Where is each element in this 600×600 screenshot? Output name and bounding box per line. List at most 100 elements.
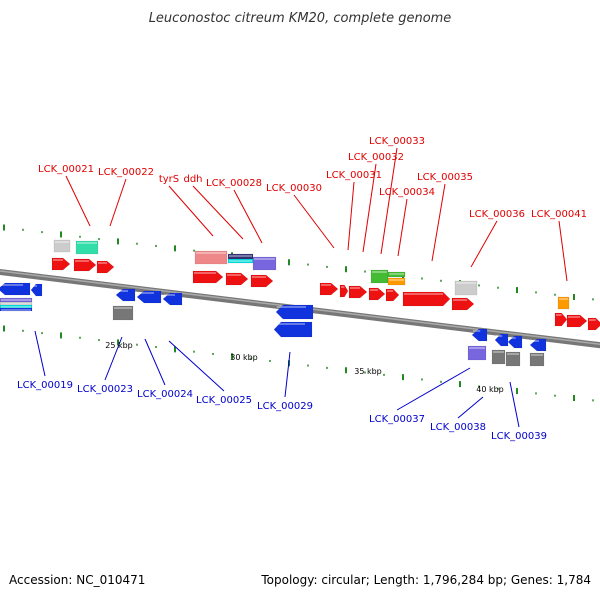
forward-gene-arrow — [554, 312, 568, 327]
forward-gene-arrow — [451, 297, 475, 311]
gene-box-orange — [557, 296, 570, 310]
label-lck-00023: LCK_00023 — [77, 384, 133, 395]
forward-gene-arrow — [566, 314, 588, 328]
forward-gene-arrow-shine — [252, 276, 266, 278]
forward-gene-arrow — [225, 272, 249, 286]
label-leader-line-top — [168, 185, 214, 237]
label-lck-00032: LCK_00032 — [348, 152, 404, 163]
forward-gene-arrow — [96, 260, 115, 274]
forward-gene-arrow-shine — [453, 299, 467, 301]
gene-box-green-shine — [372, 271, 387, 273]
forward-gene-arrow-shine — [53, 259, 63, 261]
gene-box-teal-shine — [77, 242, 97, 244]
label-tyrs: tyrS — [159, 174, 179, 185]
reverse-gene-arrow-shine — [32, 285, 38, 287]
forward-gene-arrow-shine — [341, 286, 345, 288]
gene-box-light-grey — [53, 239, 71, 253]
label-lck-00024: LCK_00024 — [137, 389, 193, 400]
reverse-gene-arrow — [507, 335, 523, 349]
label-leader-line-top — [192, 185, 244, 240]
label-leader-line-bottom — [457, 396, 484, 419]
label-lck-00028: LCK_00028 — [206, 178, 262, 189]
reverse-gene-arrow — [471, 328, 488, 342]
reverse-gene-arrow — [529, 338, 547, 352]
reverse-gene-arrow — [136, 290, 162, 304]
scale-label-35kbp: 35 kbp — [354, 367, 382, 376]
gene-box-dark-grey-shine — [493, 351, 504, 353]
label-lck-00035: LCK_00035 — [417, 172, 473, 183]
gene-box-teal — [75, 240, 99, 255]
gene-box-green-thin-shine — [389, 273, 404, 275]
reverse-gene-arrow-shine — [496, 335, 503, 337]
map-title: Leuconostoc citreum KM20, complete genom… — [149, 11, 452, 26]
forward-gene-arrow — [339, 284, 349, 298]
label-leader-line-bottom — [34, 330, 46, 377]
reverse-gene-arrow — [162, 292, 183, 306]
reverse-gene-arrow — [30, 283, 43, 297]
forward-gene-arrow — [319, 282, 339, 296]
label-leader-line-top — [431, 183, 446, 262]
label-lck-00022: LCK_00022 — [98, 167, 154, 178]
gene-box-cyan-shine — [1, 306, 31, 308]
label-leader-line-top — [362, 163, 377, 253]
label-leader-line-top — [470, 220, 498, 268]
label-lck-00031: LCK_00031 — [326, 170, 382, 181]
label-lck-00038: LCK_00038 — [430, 422, 486, 433]
reverse-gene-arrow-shine — [164, 294, 175, 296]
gene-box-dark-grey — [112, 305, 134, 321]
gene-box-light-grey-shine — [1, 303, 31, 305]
gene-box-purple-shine — [469, 347, 485, 349]
gene-box-cyan-shine — [229, 260, 252, 262]
forward-gene-arrow — [51, 257, 71, 271]
forward-gene-arrow-shine — [350, 287, 360, 289]
forward-gene-arrow-shine — [387, 290, 394, 292]
forward-gene-arrow-shine — [75, 260, 89, 262]
label-leader-line-top — [397, 198, 408, 257]
forward-gene-arrow-shine — [568, 316, 580, 318]
features — [0, 239, 600, 367]
gene-box-pink — [194, 250, 228, 265]
reverse-gene-arrow-shine — [275, 323, 305, 325]
forward-gene-arrow — [587, 317, 600, 331]
gene-box-orange — [387, 277, 406, 286]
reverse-gene-arrow — [0, 282, 31, 296]
gene-box-purple-shine — [1, 299, 31, 301]
label-lck-00025: LCK_00025 — [196, 395, 252, 406]
gene-box-light-grey-shine — [456, 282, 476, 284]
reverse-gene-arrow — [275, 304, 314, 320]
label-leader-line-top — [380, 147, 398, 255]
label-lck-00021: LCK_00021 — [38, 164, 94, 175]
reverse-gene-arrow — [273, 321, 313, 338]
reverse-gene-arrow — [115, 288, 136, 302]
topology-text: Topology: circular; Length: 1,796,284 bp… — [261, 573, 591, 587]
reverse-gene-arrow-shine — [473, 330, 481, 332]
label-leader-line-top — [293, 194, 335, 249]
gene-box-light-grey-shine — [55, 241, 69, 243]
gene-box-dark-grey — [491, 349, 506, 365]
gene-box-dark-grey — [529, 352, 545, 367]
label-lck-00029: LCK_00029 — [257, 401, 313, 412]
label-leader-line-bottom — [104, 336, 123, 381]
label-leader-line-bottom — [509, 381, 520, 428]
gene-box-green-thin — [387, 271, 406, 278]
forward-gene-arrow-shine — [589, 319, 596, 321]
reverse-gene-arrow-shine — [509, 337, 516, 339]
forward-gene-arrow-shine — [556, 314, 562, 316]
forward-gene-arrow — [250, 274, 274, 288]
label-lck-00019: LCK_00019 — [17, 380, 73, 391]
forward-gene-arrow-shine — [194, 272, 216, 274]
label-lck-00033: LCK_00033 — [369, 136, 425, 147]
gene-box-dark-grey-shine — [114, 307, 132, 309]
scale-label-30kbp: 30 kbp — [230, 353, 258, 362]
label-leader-line-top — [558, 220, 568, 282]
forward-gene-arrow — [348, 285, 368, 299]
reverse-gene-arrow-shine — [138, 292, 154, 294]
label-lck-00037: LCK_00037 — [369, 414, 425, 425]
label-leader-line-top — [347, 181, 355, 251]
label-leaders — [34, 147, 568, 428]
gene-box-purple — [467, 345, 487, 361]
forward-gene-arrow-shine — [370, 289, 378, 291]
gene-box-blue-thin-shine — [1, 309, 31, 311]
gene-box-pink-shine — [196, 252, 226, 254]
